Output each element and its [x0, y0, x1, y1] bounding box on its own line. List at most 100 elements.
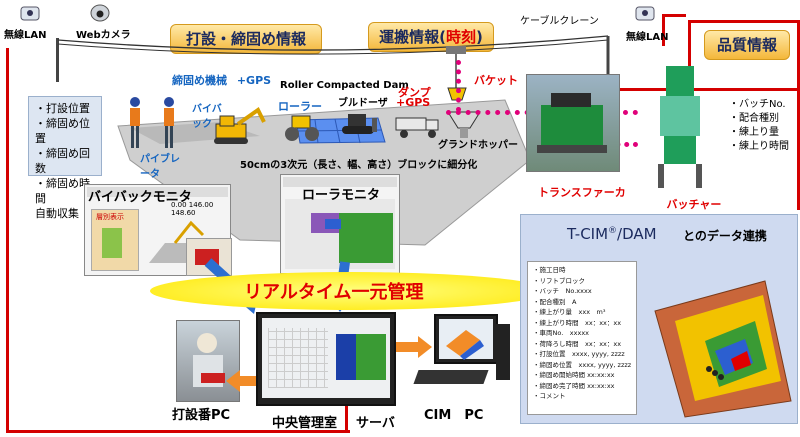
roller-icon: [282, 112, 322, 142]
cim-pc-tower: [496, 324, 510, 380]
compaction-machine-label: 締固め機械 +GPS: [172, 72, 271, 88]
compaction-gps-text: +GPS: [236, 74, 272, 87]
onsite-pc-photo: [176, 320, 240, 402]
cim-title-text2: /DAM: [617, 225, 657, 243]
batcher-plant-icon: [650, 60, 710, 190]
backhoe-label: バイバック: [192, 104, 222, 130]
cim-info-item: ・打設位置 xxxx, yyyy, zzzz: [533, 350, 625, 358]
central-screen-grid: [268, 328, 328, 388]
red-frame-quality-side: [688, 20, 691, 90]
header-transport-suffix: ): [476, 28, 483, 46]
backhoe-monitor-title: バイバックモニタ: [88, 190, 192, 205]
bucket-label: バケット: [474, 74, 518, 87]
red-frame-right-top: [662, 14, 665, 46]
right-info-item: ・練上り時間: [729, 141, 789, 152]
left-info-auto: 自動収集: [35, 207, 79, 220]
block-caption: 50cmの3次元（長さ、幅、高さ）ブロックに細分化: [240, 160, 478, 171]
compaction-machine-text: 締固め機械: [172, 74, 227, 87]
central-screen-green: [356, 334, 386, 380]
backhoe-map-area: 層別表示: [91, 209, 139, 271]
cim-info-item: ・練上がり時間 xx：xx：xx: [533, 318, 622, 327]
cim-info-item: ・コメント: [533, 392, 566, 400]
cim-pc-keyboard: [413, 370, 489, 384]
webcam-label: Webカメラ: [76, 30, 131, 41]
cim-info-item: ・締固め完了時間 xx:xx:xx: [533, 381, 615, 390]
cim-panel-title: T-CIM®/DAM: [567, 225, 657, 243]
right-info-item: ・配合種別: [729, 113, 779, 124]
backhoe-zone-label: 層別表示: [96, 213, 124, 221]
wlan-label-right: 無線LAN: [626, 32, 669, 43]
backhoe-icon: [208, 104, 268, 146]
onsite-pc-label: 打設番PC: [172, 408, 231, 423]
wlan-antenna-icon-right: [633, 4, 657, 22]
cim-info-item: ・荷降ろし時間 xx：xx：xx: [533, 339, 622, 348]
left-pole: [56, 38, 59, 82]
left-info-box: ・打設位置 ・締固め位置 ・締固め回数 ・締固め時間 自動収集: [28, 96, 102, 220]
realtime-ellipse: [150, 272, 550, 310]
dump-truck-icon: [394, 112, 444, 140]
transfer-car-image: [526, 74, 620, 172]
cim-info-item: ・バッチ No.xxxx: [533, 287, 592, 295]
wlan-antenna-icon: [18, 4, 42, 22]
roller-compacted-dam-label: Roller Compacted Dam: [280, 80, 409, 91]
cim-info-item: ・リフトブロック: [533, 276, 585, 285]
realtime-label: リアルタイム一元管理: [244, 282, 424, 303]
bulldozer-label: ブルドーザ: [338, 98, 388, 109]
cim-panel-subtitle: とのデータ連携: [683, 229, 767, 243]
dump-gps-label: +GPS: [396, 96, 431, 109]
cim-title-reg: ®: [608, 226, 618, 236]
backhoe-zone-block: [102, 228, 122, 258]
bulldozer-icon: [340, 108, 380, 138]
cim-3d-model: [645, 251, 795, 421]
header-transport-highlight: 時刻: [445, 28, 476, 46]
worker-icon-1: [126, 96, 144, 151]
transfer-car-label: トランスファーカ: [538, 186, 626, 199]
roller-monitor-toolbar: [283, 177, 397, 187]
cim-info-item: ・練上がり量 xxx m³: [533, 308, 606, 316]
central-monitor: [256, 312, 396, 406]
server-label: サーバ: [356, 416, 395, 431]
roller-map-area: [285, 199, 395, 269]
cable-crane-label: ケーブルクレーン: [520, 16, 599, 27]
roller-monitor-title: ローラモニタ: [302, 188, 381, 203]
center-room-label: 中央管理室: [272, 416, 338, 431]
header-transport: 運搬情報(時刻): [368, 22, 494, 52]
left-info-item: ・締固め時間: [35, 177, 90, 205]
right-info-box: ・バッチNo. ・配合種別 ・練上り量 ・練上り時間: [724, 94, 794, 156]
red-frame-quality-mid: [620, 88, 800, 91]
pipe-vibrator-label: パイブレータ: [140, 154, 180, 180]
red-frame-right-vertical: [797, 20, 800, 210]
dump-label: ダンプ: [398, 86, 431, 99]
right-info-item: ・バッチNo.: [729, 99, 786, 110]
cim-info-list: ・施工日時 ・リフトブロック ・バッチ No.xxxx ・配合種別 A ・練上が…: [533, 265, 631, 402]
cim-info-card: [527, 261, 637, 415]
wlan-label-left: 無線LAN: [4, 30, 47, 41]
red-frame-right-link: [662, 14, 686, 17]
cim-info-item: ・締固め位置 xxxx, yyyy, zzzz: [533, 360, 632, 369]
tablet-image: [186, 238, 232, 276]
roller-map-green: [339, 213, 393, 263]
roller-map-blue: [325, 219, 341, 229]
roller-label: ローラー: [278, 100, 322, 113]
backhoe-monitor-coords: 0.00 146.00 148.60: [171, 201, 214, 217]
cim-pc-monitor: [434, 314, 498, 364]
cim-info-item: ・締固め開始時間 xx:xx:xx: [533, 371, 615, 379]
left-info-item: ・打設位置: [35, 102, 90, 115]
cim-info-item: ・配合種別 A: [533, 297, 577, 306]
left-info-item: ・締固め回数: [35, 147, 90, 175]
right-info-item: ・練上り量: [729, 127, 779, 138]
worker-icon-2: [160, 96, 178, 151]
header-placement: 打設・締固め情報: [170, 24, 322, 54]
red-frame-bottom-link: [345, 395, 348, 433]
cim-panel: T-CIM®/DAM とのデータ連携 ・施工日時 ・リフトブロック ・バッチ N…: [520, 214, 798, 424]
header-quality: 品質情報: [704, 30, 790, 60]
cim-info-item: ・施工日時: [533, 266, 566, 274]
central-screen-blue: [336, 334, 356, 380]
webcam-icon: [89, 4, 111, 24]
cim-title-text: T-CIM: [567, 225, 609, 243]
grand-hopper-label: グランドホッパー: [438, 140, 518, 151]
red-frame-bottom: [6, 430, 350, 433]
central-screen: [262, 318, 390, 398]
cim-info-item: ・車両No. xxxxx: [533, 329, 590, 337]
